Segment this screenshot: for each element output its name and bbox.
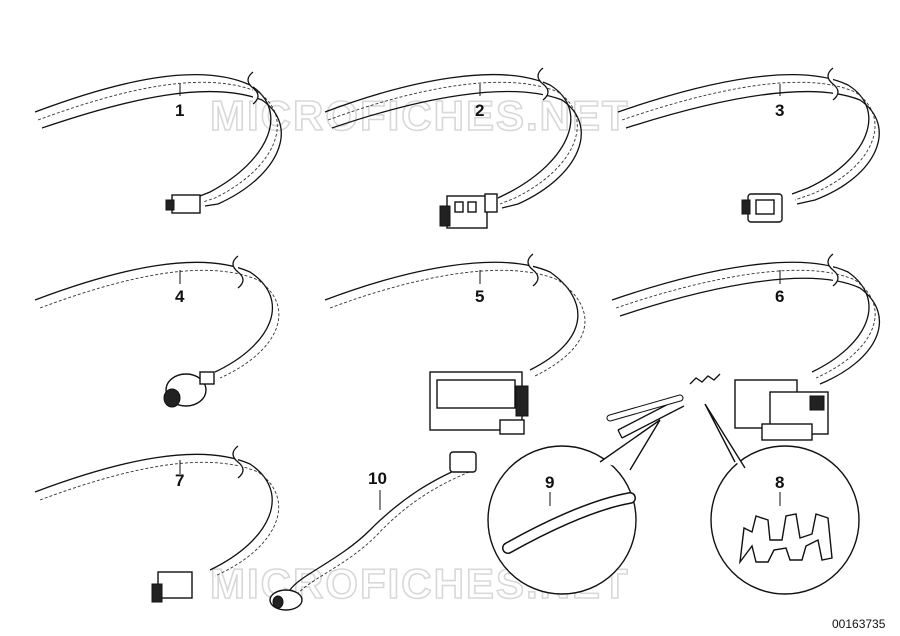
callout-4: 4: [175, 287, 185, 306]
document-number: 00163735: [832, 617, 886, 631]
callout-6: 6: [775, 287, 784, 306]
part-1-connector: [171, 194, 201, 214]
part-9-detail: [487, 394, 684, 595]
part-8-terminal-clip: [739, 513, 833, 565]
part-3-harness: [617, 67, 880, 223]
callout-5: 5: [475, 287, 484, 306]
part-10-adapter-lead: [269, 451, 477, 611]
loose-parts: [617, 373, 721, 439]
callout-1: 1: [175, 101, 184, 120]
callout-10: 10: [368, 469, 387, 488]
part-4-harness: [34, 255, 280, 408]
part-8-detail: [704, 403, 860, 595]
part-7-harness: [34, 445, 280, 603]
callout-7: 7: [175, 471, 184, 490]
part-5-harness: [324, 253, 586, 435]
callout-2: 2: [475, 101, 484, 120]
part-2-harness: [324, 67, 582, 229]
part-10-connector-top: [449, 451, 477, 473]
callout-8: 8: [775, 473, 784, 492]
part-7-connector: [157, 571, 193, 599]
part-1-harness: [34, 71, 282, 214]
part-2-connector: [446, 195, 488, 229]
callout-9: 9: [545, 473, 554, 492]
callout-3: 3: [775, 101, 784, 120]
part-6-harness: [611, 253, 880, 441]
